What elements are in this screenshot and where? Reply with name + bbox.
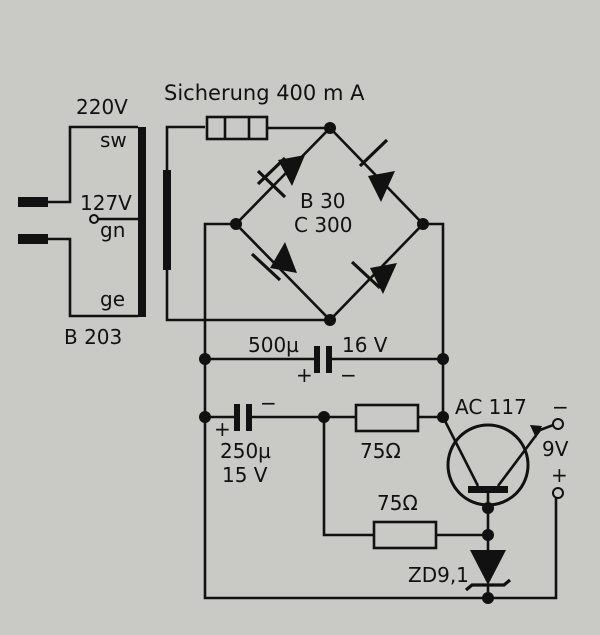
diode-bottom-right <box>350 260 397 294</box>
transformer <box>48 125 171 318</box>
resistor-1 <box>354 403 420 433</box>
fuse-label: Sicherung 400 m A <box>164 81 365 105</box>
cap1-minus-label: − <box>340 363 357 387</box>
resistor1-label: 75Ω <box>360 439 401 463</box>
tap-127v-label: 127V <box>80 191 132 215</box>
junction-bridge-top <box>324 122 336 134</box>
diode-top-left <box>256 155 305 199</box>
output-minus-label: − <box>552 395 569 419</box>
transformer-secondary-core <box>163 170 171 270</box>
resistor2-label: 75Ω <box>377 491 418 515</box>
output-voltage-label: 9V <box>542 437 569 461</box>
diode-top-right <box>358 138 395 202</box>
transistor-label: AC 117 <box>455 395 527 419</box>
rectifier-label-1: B 30 <box>300 189 346 213</box>
junction-cap1-right <box>437 353 449 365</box>
junction-cap1-left <box>199 353 211 365</box>
tap-gn-label: gn <box>100 218 125 242</box>
zener-label: ZD9,1 <box>408 563 469 587</box>
cap1-plus-label: + <box>296 363 313 387</box>
junction-base <box>482 502 494 514</box>
cap2-voltage-label: 15 V <box>222 463 268 487</box>
cap2-plate-plus <box>234 404 240 431</box>
transistor-emitter <box>496 429 542 487</box>
cap1-plate-plus <box>314 346 320 373</box>
tap-ge-label: ge <box>100 287 125 311</box>
primary-wire-top <box>48 125 138 204</box>
output-terminal-plus <box>552 487 564 499</box>
cap2-plus-label: + <box>214 417 231 441</box>
transistor-ac117 <box>441 416 542 535</box>
output-terminal-minus <box>552 418 564 430</box>
mains-plug <box>18 197 48 244</box>
cap1-voltage-label: 16 V <box>342 333 388 357</box>
fuse <box>205 115 269 141</box>
resistor2-wire-left <box>322 417 374 537</box>
plug-pin-bottom <box>18 234 48 244</box>
cap2-plate-minus <box>246 404 252 431</box>
negative-rail <box>203 222 558 600</box>
cap1-value-label: 500µ <box>248 333 299 357</box>
bridge-rectifier <box>230 122 429 326</box>
positive-rail <box>423 222 445 417</box>
cap2-value-label: 250µ <box>220 439 271 463</box>
primary-wire-bottom <box>48 237 138 318</box>
zener-diode <box>464 535 512 598</box>
rectifier-label-2: C 300 <box>294 213 353 237</box>
junction-bridge-bottom <box>324 314 336 326</box>
transistor-collector <box>441 416 480 487</box>
junction-cap2-left <box>199 411 211 423</box>
transformer-type-label: B 203 <box>64 325 122 349</box>
junction-zener-bottom <box>482 592 494 604</box>
secondary-wire-bottom <box>165 270 330 322</box>
transformer-primary-core <box>138 127 146 317</box>
plug-pin-top <box>18 197 48 207</box>
transistor-base-bar <box>468 486 508 493</box>
transistor-emitter-arrow <box>530 425 542 438</box>
cap1-plate-minus <box>326 346 332 373</box>
tap-terminal <box>89 214 99 224</box>
diode-bottom-left <box>250 242 297 282</box>
secondary-wire-top <box>165 125 205 170</box>
resistor-2 <box>372 520 438 550</box>
tap-sw-label: sw <box>100 128 127 152</box>
output-plus-label: + <box>551 463 568 487</box>
cap2-minus-label: − <box>260 391 277 415</box>
transformer-voltage-label: 220V <box>76 95 128 119</box>
